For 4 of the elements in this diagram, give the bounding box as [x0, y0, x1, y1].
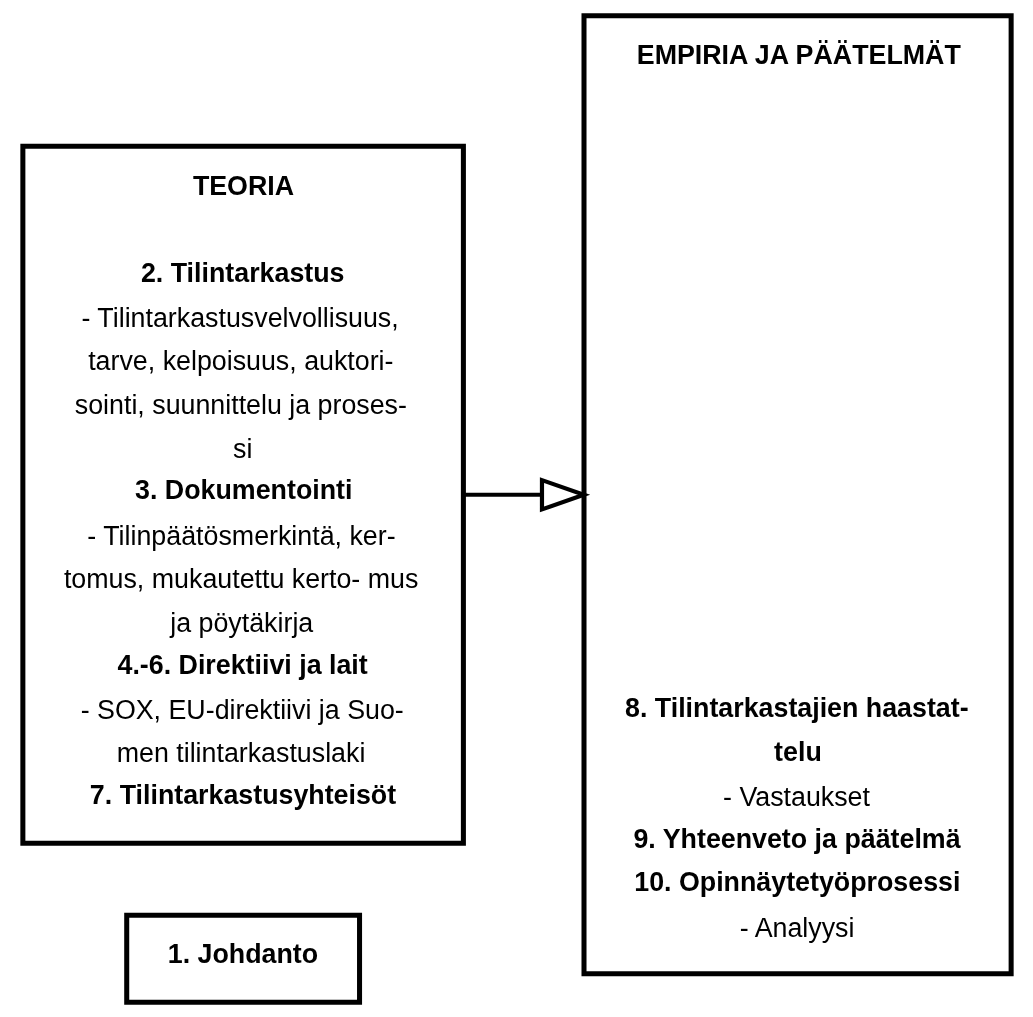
arrow: [462, 476, 590, 512]
node-box: EMPIRIA JA PÄÄTELMÄT 8. Tilintarkastajien haastat- telu - Vastaukset 9. Yhteenveto ja päätelmä 10. Opinnäytetyöprosessi - Analyysi: [581, 12, 1014, 976]
node-box: 1. Johdanto: [123, 912, 362, 1005]
node-box: TEORIA 2. Tilintarkastus - Tilintarkastusvelvollisuus, tarve, kelpoisuus, auktori- sointi, suunnittelu ja proses- si 3. Dokumentointi - Tilinpäätösmerkintä, ker- tomus, mukautettu kerto- mus ja pöytäkirja 4.-6. Direktiivi ja lait - SOX, EU-direktiivi ja Suo- men tilintarkastuslaki 7. Tilintarkastusyhteisöt: [19, 143, 466, 846]
